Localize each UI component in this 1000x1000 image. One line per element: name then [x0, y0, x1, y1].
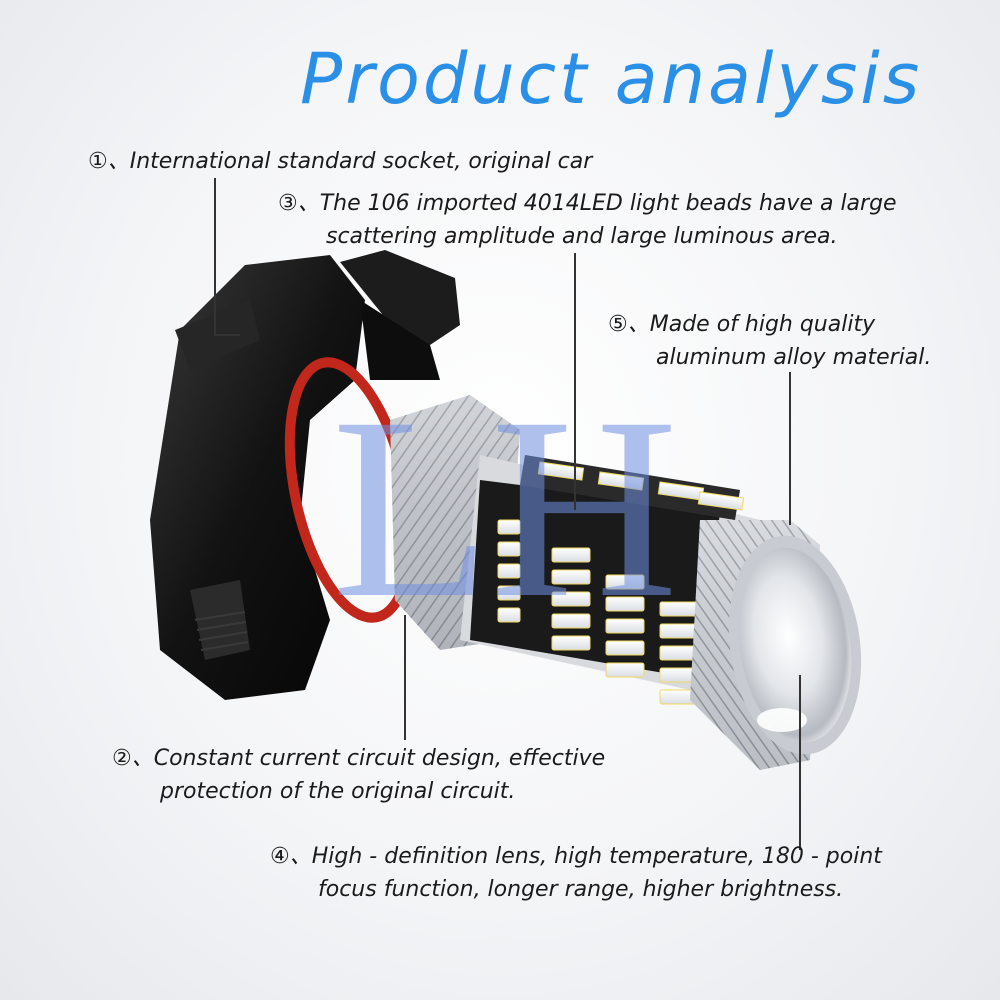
callout-marker: ③、 [278, 191, 320, 216]
led-chip [551, 613, 591, 629]
callout-text: Made of high quality [649, 312, 876, 337]
led-chips [497, 461, 745, 705]
led-chip [605, 574, 645, 590]
callout-circuit: ②、Constant current circuit design, effec… [112, 742, 605, 808]
callout-text-line2: protection of the original circuit. [160, 779, 516, 804]
callout-marker: ②、 [112, 746, 154, 771]
callout-text: Constant current circuit design, effecti… [153, 746, 606, 771]
callout-material: ⑤、Made of high quality aluminum alloy ma… [608, 308, 931, 374]
callout-marker: ⑤、 [608, 312, 650, 337]
callout-led-beads: ③、The 106 imported 4014LED light beads h… [278, 187, 897, 253]
page-title: Product analysis [300, 38, 923, 120]
callout-text-line2: scattering amplitude and large luminous … [326, 224, 838, 249]
lens [728, 535, 862, 755]
callout-lens: ④、High - definition lens, high temperatu… [270, 840, 882, 906]
callout-text: International standard socket, original … [129, 149, 593, 174]
led-chip [551, 569, 591, 585]
led-chip [605, 618, 645, 634]
callout-text-line2: aluminum alloy material. [656, 345, 932, 370]
led-chip [497, 563, 521, 579]
led-chip [497, 519, 521, 535]
led-chip [605, 596, 645, 612]
led-chip [551, 547, 591, 563]
callout-text: High - definition lens, high temperature… [311, 844, 882, 869]
leader-1 [214, 178, 240, 336]
watermark-logo: LH [332, 380, 679, 620]
led-chip [537, 461, 585, 481]
led-chip [605, 662, 645, 678]
led-chip [497, 607, 521, 623]
led-chip [551, 635, 591, 651]
callout-text: The 106 imported 4014LED light beads hav… [319, 191, 897, 216]
led-chip [605, 640, 645, 656]
callout-text-line2: focus function, longer range, higher bri… [318, 877, 844, 902]
callout-socket: ①、International standard socket, origina… [88, 145, 592, 178]
callout-marker: ①、 [88, 149, 130, 174]
svg-text:LH: LH [332, 380, 679, 620]
led-chip [597, 471, 645, 491]
led-chip [551, 591, 591, 607]
led-chip [697, 491, 745, 511]
led-chip [497, 541, 521, 557]
led-chip [497, 585, 521, 601]
callout-marker: ④、 [270, 844, 312, 869]
